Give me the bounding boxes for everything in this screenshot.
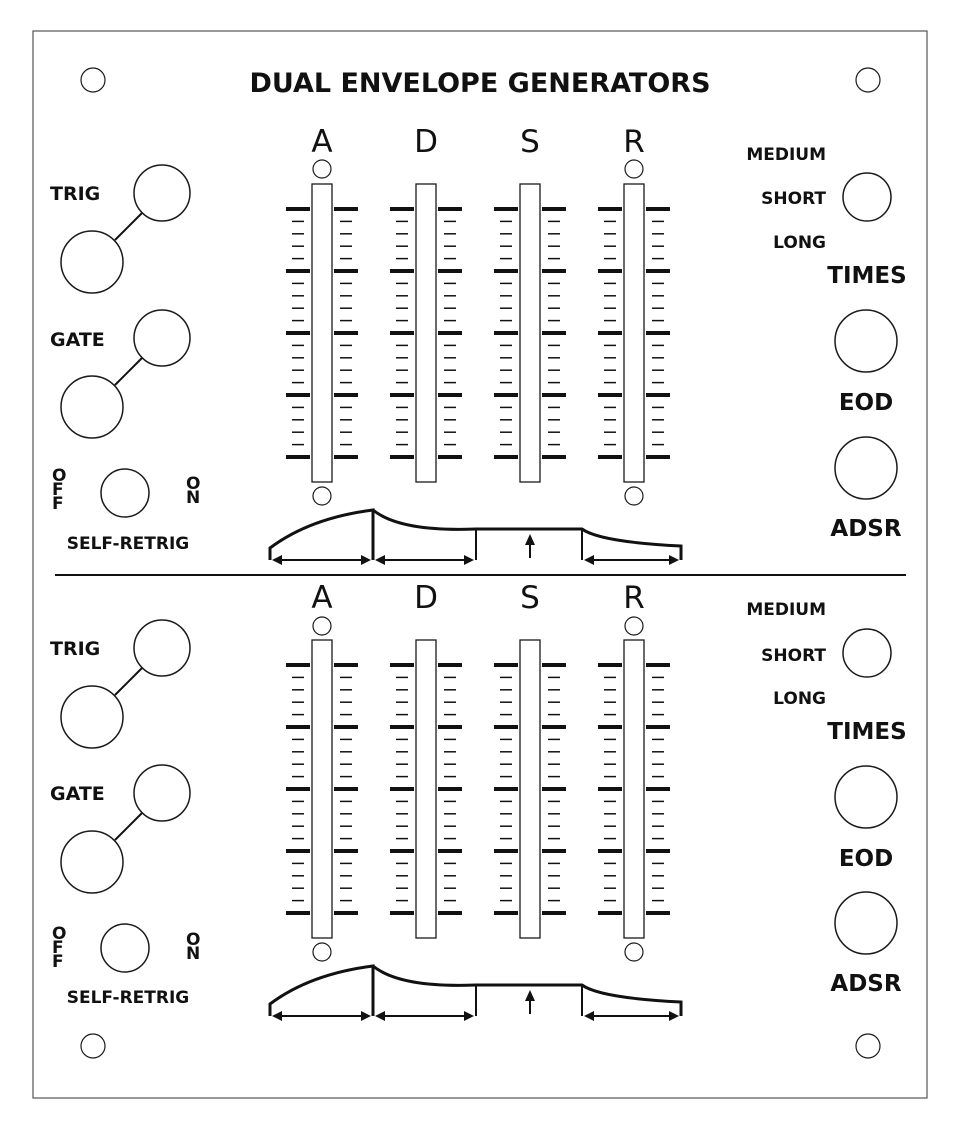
- adsr-envelope-icon: [268, 508, 683, 565]
- attack-top-led-icon: [312, 159, 332, 179]
- times-label: TIMES: [827, 719, 906, 745]
- time-range-switch[interactable]: [842, 172, 892, 222]
- arrow-head-up-icon: [525, 990, 535, 1001]
- self-retrig-label: SELF-RETRIG: [67, 988, 190, 1008]
- arrow-head-right-icon: [669, 555, 679, 565]
- release-slider[interactable]: [623, 183, 645, 483]
- self-retrig-switch[interactable]: [100, 923, 150, 973]
- panel-title: DUAL ENVELOPE GENERATORS: [249, 68, 710, 99]
- arrow-head-left-icon: [584, 1011, 594, 1021]
- slider-scale-ticks: [286, 207, 670, 459]
- attack-bottom-led-icon: [312, 942, 332, 962]
- range-long-label: LONG: [773, 689, 826, 709]
- arrow-head-right-icon: [361, 555, 371, 565]
- trig-jack-link: [114, 667, 143, 696]
- gate-label: GATE: [50, 783, 105, 805]
- adsr-out-label: ADSR: [830, 971, 901, 997]
- trig-label: TRIG: [50, 638, 100, 660]
- time-range-switch[interactable]: [842, 628, 892, 678]
- gate-jack-1-icon[interactable]: [133, 309, 191, 367]
- release-top-led-icon: [624, 616, 644, 636]
- adsr-out-label: ADSR: [830, 516, 901, 542]
- arrow-head-left-icon: [272, 555, 282, 565]
- range-medium-label: MEDIUM: [746, 145, 826, 165]
- mount-hole-bottom-left-icon: [80, 1033, 106, 1059]
- attack-slider[interactable]: [311, 639, 333, 939]
- mount-hole-top-right-icon: [855, 67, 881, 93]
- adsr-out-jack-icon[interactable]: [834, 891, 898, 955]
- stage-label-release: R: [623, 124, 645, 160]
- decay-slider[interactable]: [415, 183, 437, 483]
- trig-jack-1-icon[interactable]: [133, 619, 191, 677]
- release-top-led-icon: [624, 159, 644, 179]
- sustain-slider[interactable]: [519, 639, 541, 939]
- arrow-head-up-icon: [525, 534, 535, 545]
- slider-scale-ticks: [286, 663, 670, 915]
- eod-label: EOD: [839, 390, 893, 416]
- mount-hole-bottom-right-icon: [855, 1033, 881, 1059]
- stage-label-sustain: S: [520, 580, 540, 616]
- stage-label-sustain: S: [520, 124, 540, 160]
- eod-jack-icon[interactable]: [834, 309, 898, 373]
- mount-hole-top-left-icon: [80, 67, 106, 93]
- trig-jack-1-icon[interactable]: [133, 164, 191, 222]
- sustain-slider[interactable]: [519, 183, 541, 483]
- range-long-label: LONG: [773, 233, 826, 253]
- adsr-out-jack-icon[interactable]: [834, 436, 898, 500]
- gate-jack-2-icon[interactable]: [60, 830, 124, 894]
- stage-label-decay: D: [414, 580, 438, 616]
- range-short-label: SHORT: [761, 189, 826, 209]
- arrow-head-right-icon: [464, 1011, 474, 1021]
- stage-label-attack: A: [311, 124, 332, 160]
- decay-slider[interactable]: [415, 639, 437, 939]
- arrow-head-left-icon: [272, 1011, 282, 1021]
- arrow-head-right-icon: [464, 555, 474, 565]
- gate-label: GATE: [50, 329, 105, 351]
- range-medium-label: MEDIUM: [746, 600, 826, 620]
- attack-bottom-led-icon: [312, 486, 332, 506]
- attack-slider[interactable]: [311, 183, 333, 483]
- eod-label: EOD: [839, 846, 893, 872]
- trig-jack-2-icon[interactable]: [60, 230, 124, 294]
- stage-label-decay: D: [414, 124, 438, 160]
- self-retrig-label: SELF-RETRIG: [67, 534, 190, 554]
- gate-jack-2-icon[interactable]: [60, 375, 124, 439]
- stage-label-attack: A: [311, 580, 332, 616]
- release-slider[interactable]: [623, 639, 645, 939]
- gate-jack-link: [114, 357, 143, 386]
- arrow-head-left-icon: [584, 555, 594, 565]
- adsr-envelope-icon: [268, 964, 683, 1021]
- arrow-head-left-icon: [375, 1011, 385, 1021]
- gate-jack-1-icon[interactable]: [133, 764, 191, 822]
- release-bottom-led-icon: [624, 486, 644, 506]
- stage-label-release: R: [623, 580, 645, 616]
- eod-jack-icon[interactable]: [834, 765, 898, 829]
- trig-label: TRIG: [50, 183, 100, 205]
- range-short-label: SHORT: [761, 646, 826, 666]
- times-label: TIMES: [827, 263, 906, 289]
- self-retrig-switch[interactable]: [100, 468, 150, 518]
- trig-jack-2-icon[interactable]: [60, 685, 124, 749]
- attack-top-led-icon: [312, 616, 332, 636]
- trig-jack-link: [114, 212, 143, 241]
- release-bottom-led-icon: [624, 942, 644, 962]
- arrow-head-left-icon: [375, 555, 385, 565]
- arrow-head-right-icon: [361, 1011, 371, 1021]
- gate-jack-link: [114, 812, 143, 841]
- arrow-head-right-icon: [669, 1011, 679, 1021]
